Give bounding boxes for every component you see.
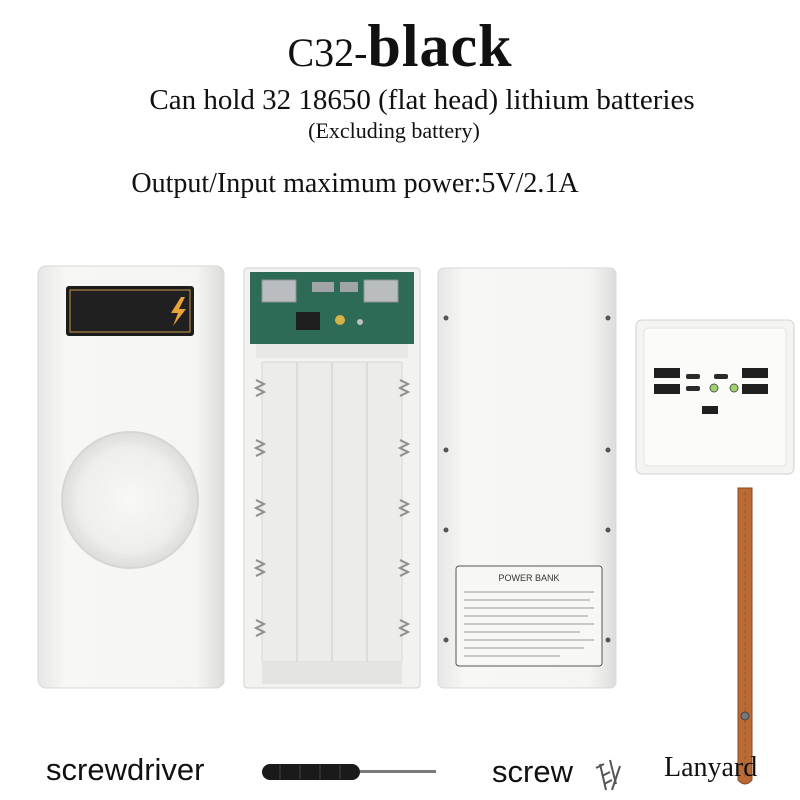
usb-port [654, 384, 680, 394]
exclusion-note: (Excluding battery) [308, 118, 480, 143]
screwdriver-tool [262, 764, 436, 780]
usb-port [654, 368, 680, 378]
screwdriver-label: screwdriver [46, 752, 205, 787]
label-title: POWER BANK [498, 573, 559, 583]
lanyard-strap [737, 487, 753, 785]
model-code: C32- [287, 30, 368, 75]
lanyard-label: Lanyard [664, 752, 758, 783]
wireless-coil [61, 431, 199, 569]
color-name: black [367, 13, 513, 79]
power-spec: Output/Input maximum power:5V/2.1A [131, 168, 579, 199]
front-cover [37, 265, 225, 689]
usb-port [742, 384, 768, 394]
capacity-text: Can hold 32 18650 (flat head) lithium ba… [149, 84, 695, 116]
back-cover: POWER BANK [437, 267, 617, 689]
end-cap [635, 319, 795, 475]
usb-port [742, 368, 768, 378]
screw-label: screw [492, 754, 573, 789]
product-title: C32-black [0, 12, 800, 81]
battery-tray [243, 267, 421, 689]
screws [595, 759, 621, 791]
lightning-icon [171, 297, 186, 326]
